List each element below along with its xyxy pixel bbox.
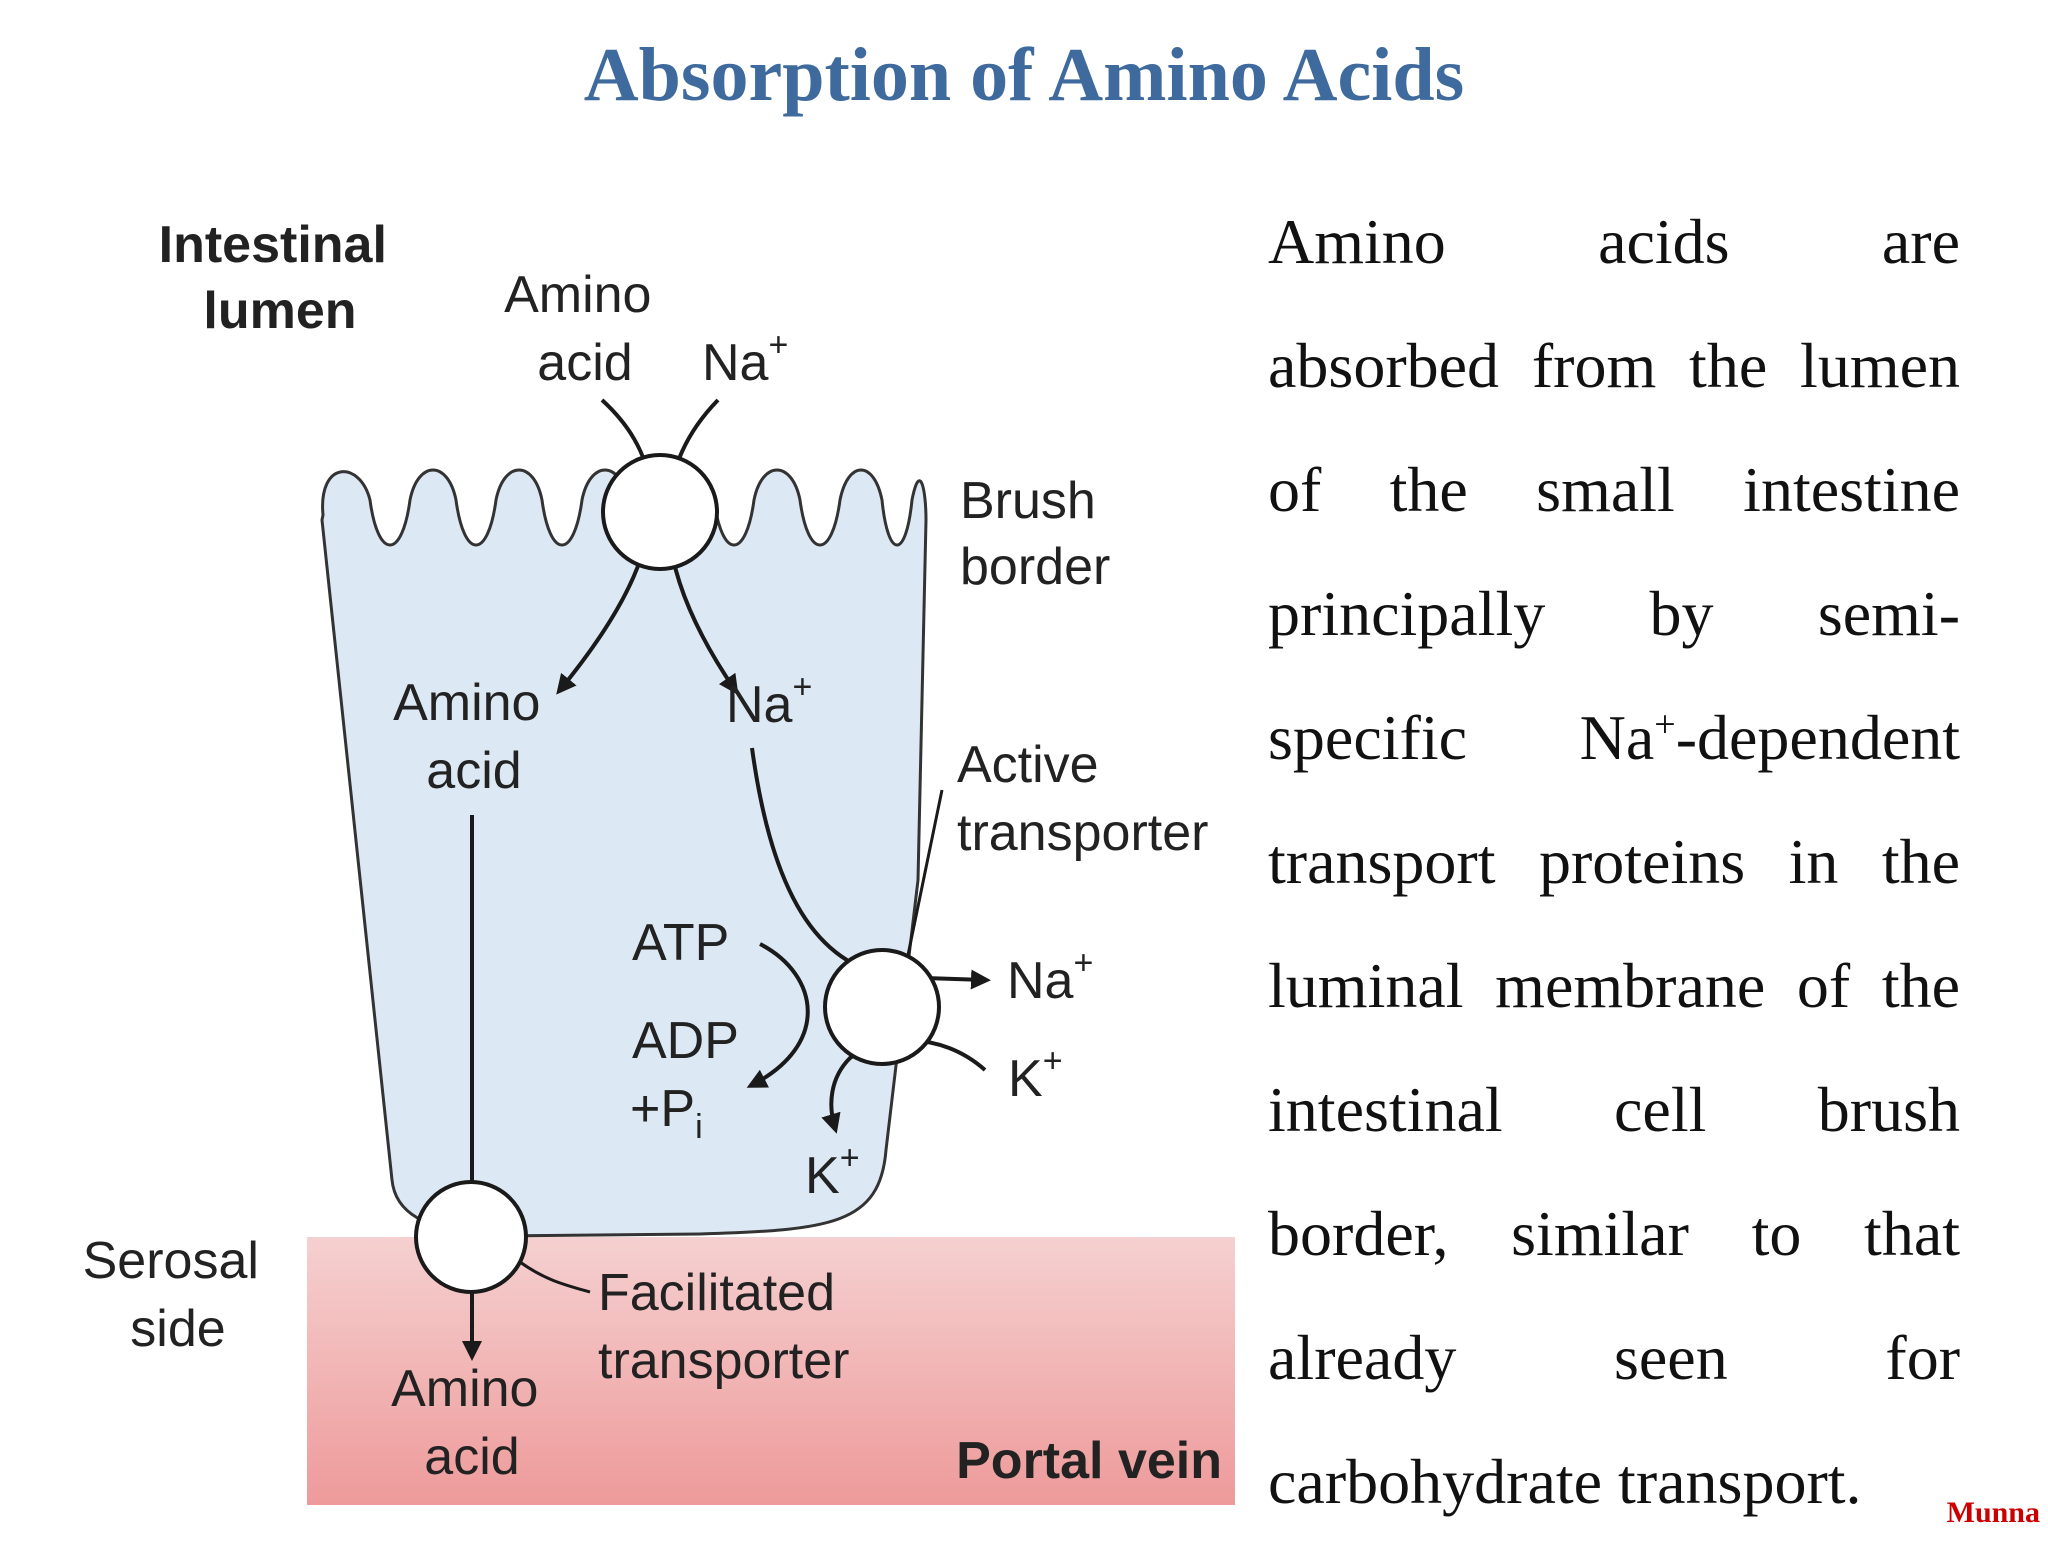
brush-border-label: Brush border <box>960 472 1110 596</box>
description-line: principally by semi- <box>1268 578 1960 649</box>
sodium-potassium-pump <box>823 948 941 1066</box>
description-na-superscript: + <box>1654 703 1676 746</box>
luminal-symporter <box>601 453 719 571</box>
facilitated-transporter-label: Facilitated transporter <box>598 1264 849 1390</box>
k-in-label: K+ <box>1008 1042 1063 1108</box>
na-out-label: Na+ <box>1007 944 1093 1010</box>
facilitated-transporter <box>414 1180 528 1294</box>
description-na-suffix: -dependent <box>1675 702 1960 773</box>
description-line: already seen for <box>1268 1322 1960 1393</box>
description-line: of the small intestine <box>1268 454 1960 525</box>
description-line: transport proteins in the <box>1268 826 1960 897</box>
k-cell-label: K+ <box>805 1139 860 1205</box>
author-credit: Munna <box>1946 1496 2040 1529</box>
description-line-na: specific Na+-dependent <box>1268 676 1960 800</box>
description-line: border, similar to that <box>1268 1198 1960 1269</box>
description-line: intestinal cell brush <box>1268 1074 1960 1145</box>
description-paragraph: Amino acids are absorbed from the lumen … <box>1268 180 1960 1544</box>
atp-label: ATP <box>632 914 729 972</box>
active-transporter-label: Active transporter <box>957 736 1208 862</box>
na-cell-label: Na+ <box>726 668 812 734</box>
serosal-side-label: Serosal side <box>83 1232 274 1358</box>
portal-vein-label: Portal vein <box>956 1432 1222 1490</box>
pi-label: +Pi <box>630 1080 703 1146</box>
amino-acid-absorption-diagram: Intestinal lumen Amino acid Na+ Brush bo… <box>83 216 1235 1505</box>
adp-label: ADP <box>632 1012 739 1070</box>
description-line: luminal membrane of the <box>1268 950 1960 1021</box>
intestinal-cell <box>320 468 928 1238</box>
description-line: Amino acids are <box>1268 206 1960 277</box>
description-line: absorbed from the lumen <box>1268 330 1960 401</box>
facilitated-transporter-leader <box>519 1260 591 1294</box>
sodium-exit-arrow <box>924 969 991 990</box>
intestinal-lumen-label: Intestinal lumen <box>159 216 402 340</box>
active-transporter-leader <box>906 789 944 956</box>
description-line: carbohydrate transport. <box>1268 1446 1862 1517</box>
amino-acid-cell-label: Amino acid <box>393 674 555 800</box>
na-top-label: Na+ <box>702 326 788 392</box>
amino-acid-bottom-label: Amino acid <box>391 1360 553 1486</box>
slide-title: Absorption of Amino Acids <box>583 33 1465 117</box>
description-na-text: specific Na <box>1268 702 1655 773</box>
atp-to-adp-arrow <box>746 942 810 1088</box>
amino-acid-top-label: Amino acid <box>504 266 666 392</box>
